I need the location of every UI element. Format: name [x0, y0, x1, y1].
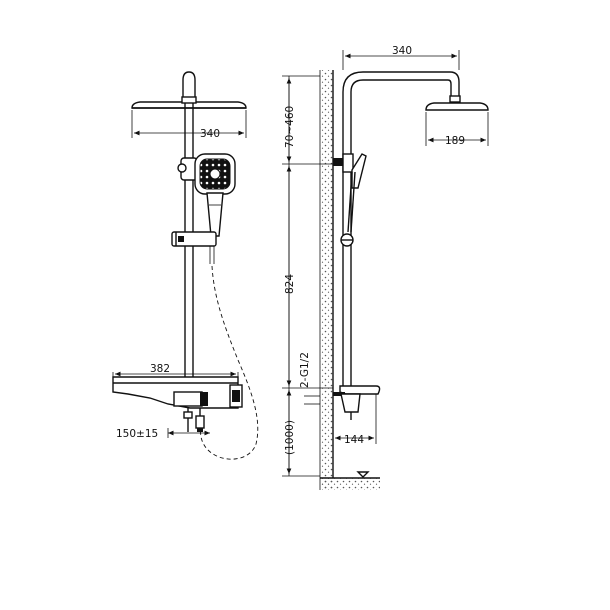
side-shelf [333, 385, 381, 420]
side-dim-chain [282, 75, 333, 477]
wall [319, 70, 334, 490]
water-outlets [183, 408, 205, 432]
dim-rail-height: 824 [284, 274, 296, 294]
side-head [425, 102, 489, 146]
side-upper-bracket [333, 153, 367, 233]
dim-outlet-spacing: 150±15 [116, 428, 158, 440]
hose [200, 265, 259, 460]
riser-top [182, 71, 196, 100]
dim-top-height: 70~460 [284, 106, 296, 148]
wall-offset-dim [335, 394, 377, 444]
hand-shower [194, 153, 236, 264]
side-slide-bracket [340, 233, 354, 247]
dim-mount-height: (1000) [284, 420, 296, 455]
overhead-shower-head [131, 96, 247, 138]
dim-arm-length: 340 [392, 45, 412, 57]
dim-shelf-width: 382 [150, 363, 170, 375]
thermostat-shelf [112, 376, 243, 409]
dim-wall-offset: 144 [344, 434, 364, 446]
slide-bracket [171, 231, 217, 247]
dim-connection: 2-G1/2 [299, 352, 311, 388]
dim-head-width-front: 340 [200, 128, 220, 140]
side-view: 340 189 [282, 45, 489, 490]
shower-arm [342, 50, 461, 103]
front-view: 340 [112, 71, 259, 460]
floor [320, 471, 380, 490]
upper-holder [177, 157, 198, 181]
dim-head-diameter: 189 [445, 135, 465, 147]
